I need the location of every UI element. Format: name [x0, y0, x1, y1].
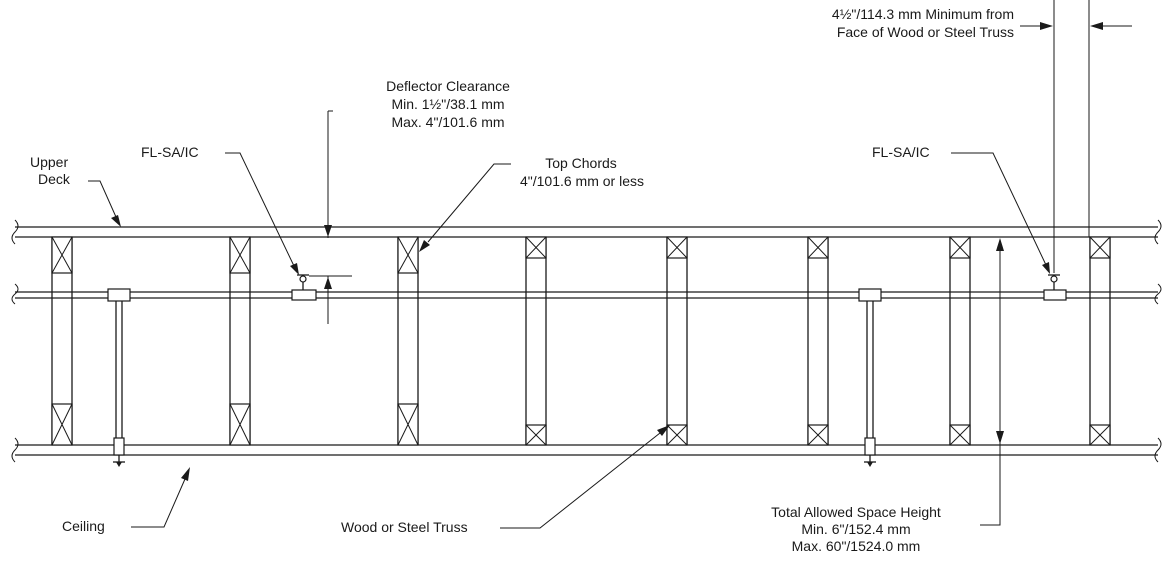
label-upper-deck: Upper Deck — [30, 154, 71, 187]
truss — [525, 236, 547, 446]
truss — [1089, 236, 1111, 446]
label-top-chords: Top Chords 4"/101.6 mm or less — [520, 155, 644, 189]
label-ceiling: Ceiling — [62, 518, 105, 534]
sprinkler-left — [291, 274, 317, 301]
label-sprinkler-left: FL-SA/IC — [141, 144, 199, 160]
truss — [807, 236, 829, 446]
space-height-line-1: Total Allowed Space Height — [771, 504, 941, 520]
truss — [229, 236, 251, 446]
upper-deck — [11, 219, 1162, 245]
label-deflector-clearance: Deflector Clearance Min. 1½"/38.1 mm Max… — [386, 78, 510, 130]
deflector-line-3: Max. 4"/101.6 mm — [391, 114, 504, 130]
leader-sprinkler-left — [225, 152, 299, 275]
space-height-line-2: Min. 6"/152.4 mm — [801, 521, 910, 537]
deflector-line-2: Min. 1½"/38.1 mm — [391, 96, 504, 112]
label-sprinkler-right: FL-SA/IC — [872, 144, 930, 160]
branch-pipe — [11, 283, 1162, 305]
truss — [51, 236, 73, 446]
top-chords-line-2: 4"/101.6 mm or less — [520, 173, 644, 189]
truss-face-line-1: 4½"/114.3 mm Minimum from — [832, 6, 1014, 22]
ceiling — [11, 437, 1162, 463]
deflector-line-1: Deflector Clearance — [386, 78, 510, 94]
truss — [666, 236, 688, 446]
pipe-drop-left — [107, 288, 131, 467]
deflector-clearance-dimension — [309, 110, 352, 324]
leader-upper-deck — [88, 180, 121, 227]
truss-group — [51, 236, 1111, 446]
leader-ceiling — [131, 467, 190, 528]
label-space-height: Total Allowed Space Height Min. 6"/152.4… — [771, 504, 941, 554]
space-height-dimension — [980, 236, 1018, 526]
space-height-line-3: Max. 60"/1524.0 mm — [792, 538, 921, 554]
truss — [949, 236, 971, 446]
label-truss-face-clearance: 4½"/114.3 mm Minimum from Face of Wood o… — [832, 6, 1014, 40]
upper-deck-line-2: Deck — [38, 171, 71, 187]
truss — [397, 236, 419, 446]
pipe-drop-right — [858, 288, 882, 467]
leader-truss — [500, 425, 670, 529]
sprinkler-right — [1043, 274, 1067, 301]
truss-face-line-2: Face of Wood or Steel Truss — [837, 24, 1014, 40]
top-chords-line-1: Top Chords — [545, 155, 617, 171]
truss-face-dimension — [1020, 0, 1132, 273]
label-truss: Wood or Steel Truss — [341, 519, 468, 535]
upper-deck-line-1: Upper — [30, 154, 68, 170]
leader-top-chords — [419, 163, 511, 252]
leader-sprinkler-right — [951, 152, 1050, 274]
